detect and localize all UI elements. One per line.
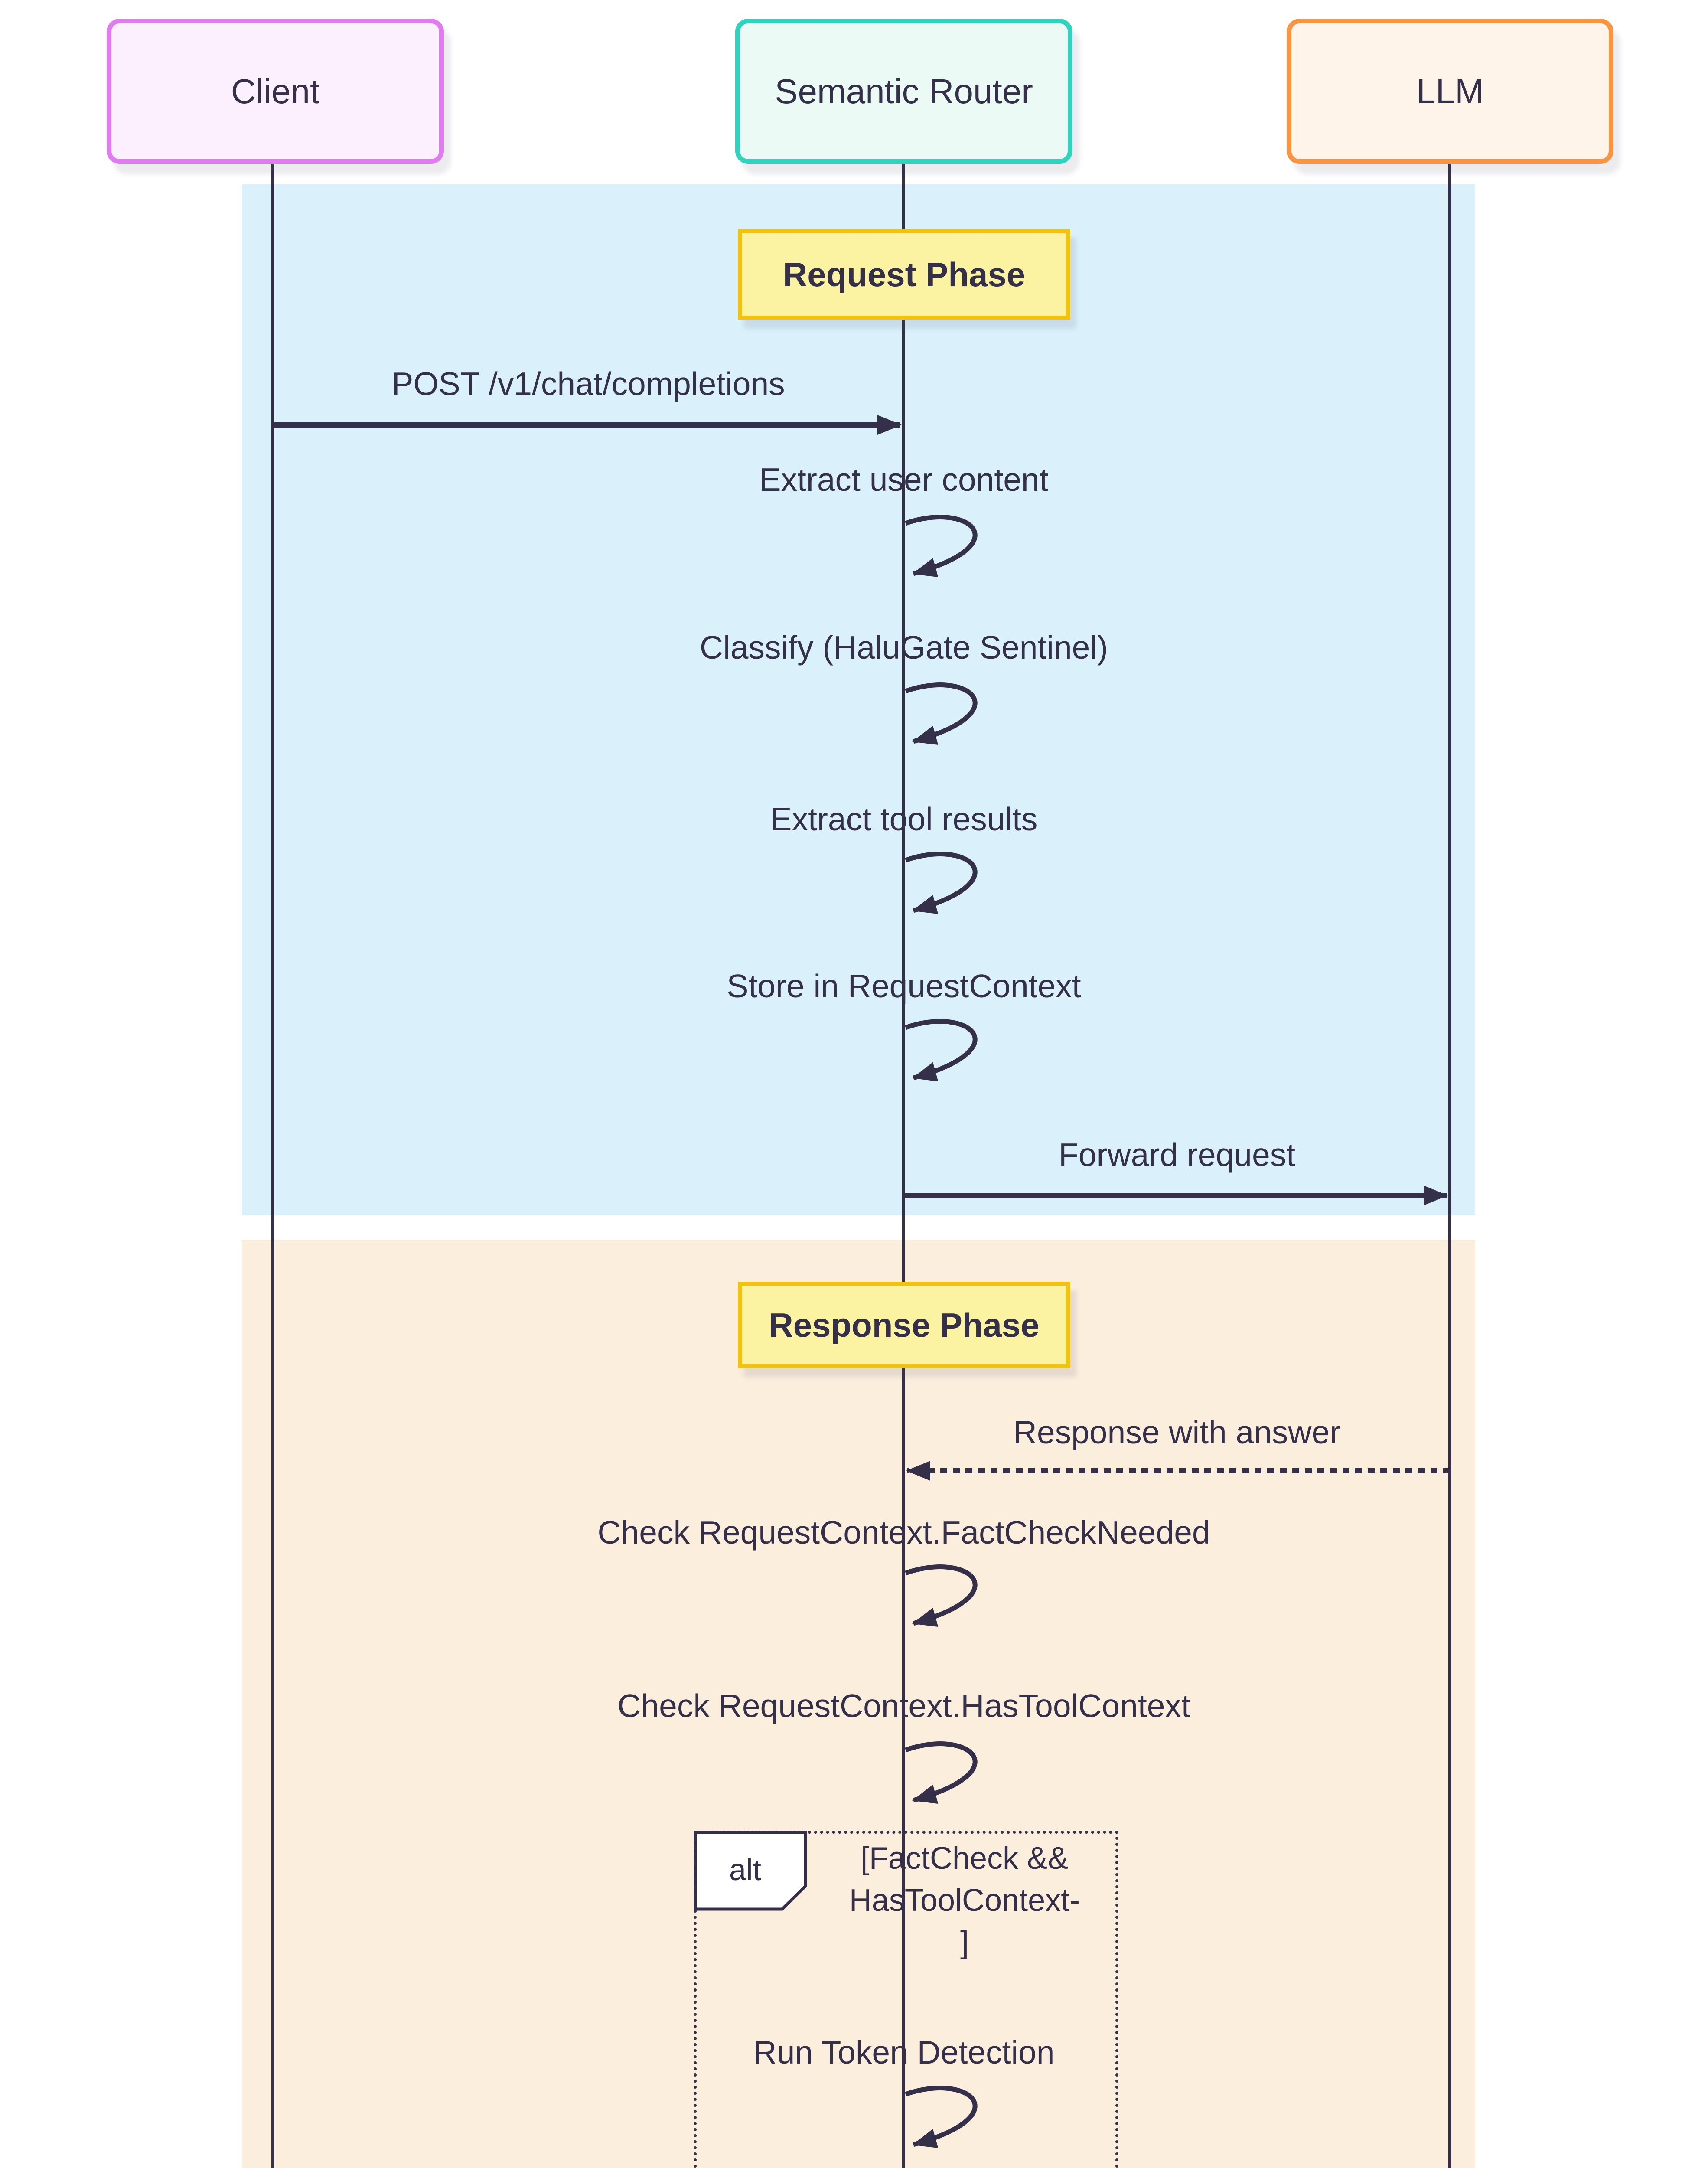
self-loop-extract-tool-results (905, 852, 978, 914)
actor-client-top: Client (107, 19, 444, 164)
self-loop-token-detection (905, 2086, 978, 2148)
self-loop-classify (905, 682, 978, 745)
alt-label: alt (729, 1853, 761, 1887)
self-loop-check-factcheck (905, 1564, 978, 1627)
note-response-phase-label: Response Phase (769, 1306, 1040, 1344)
actor-llm-top: LLM (1287, 19, 1613, 164)
request-phase-band (242, 184, 1475, 1215)
arrow-response-with-answer (906, 1461, 1450, 1481)
alt-label-box (694, 1831, 807, 1911)
actor-client-label: Client (231, 72, 320, 111)
message-extract-tool-results: Extract tool results (770, 801, 1038, 837)
note-request-phase: Request Phase (738, 229, 1070, 320)
message-post-request: POST /v1/chat/completions (391, 366, 785, 402)
self-loop-extract-user-content (905, 515, 978, 578)
message-extract-user-content: Extract user content (759, 461, 1049, 498)
actor-semantic-router-top: Semantic Router (735, 19, 1072, 164)
message-token-detection: Run Token Detection (753, 2034, 1055, 2070)
note-request-phase-label: Request Phase (782, 255, 1026, 294)
alt-condition-1-line: [FactCheck && (860, 1841, 1069, 1876)
message-check-hastoolcontext: Check RequestContext.HasToolContext (617, 1688, 1190, 1724)
alt-condition-1: [FactCheck && HasToolContext- ] (704, 1838, 1225, 1964)
alt-fragment-frame (694, 1831, 1118, 2168)
actor-semantic-router-label: Semantic Router (775, 72, 1033, 111)
alt-condition-1-line: ] (960, 1925, 969, 1960)
message-response-with-answer: Response with answer (1013, 1414, 1341, 1450)
actor-llm-label: LLM (1416, 72, 1484, 111)
message-store-context: Store in RequestContext (727, 968, 1081, 1004)
self-loop-check-hastoolcontext (905, 1741, 978, 1804)
arrow-forward-request (904, 1185, 1448, 1205)
note-response-phase: Response Phase (738, 1282, 1070, 1368)
self-loop-store-context (905, 1019, 978, 1082)
alt-condition-1-line: HasToolContext- (849, 1883, 1080, 1918)
message-check-factcheck: Check RequestContext.FactCheckNeeded (597, 1514, 1210, 1551)
lifeline-client (271, 164, 274, 2168)
arrow-post-request (273, 415, 902, 435)
message-forward-request: Forward request (1058, 1136, 1296, 1173)
response-phase-band (242, 1240, 1475, 2168)
message-classify: Classify (HaluGate Sentinel) (699, 629, 1108, 666)
lifeline-llm (1448, 164, 1451, 2168)
lifeline-semantic-router (902, 164, 905, 2168)
